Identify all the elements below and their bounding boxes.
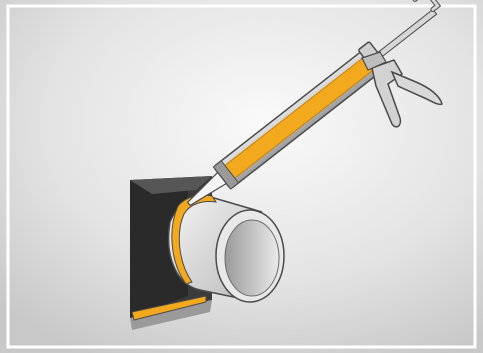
pipe-mouth-inner xyxy=(225,220,279,296)
